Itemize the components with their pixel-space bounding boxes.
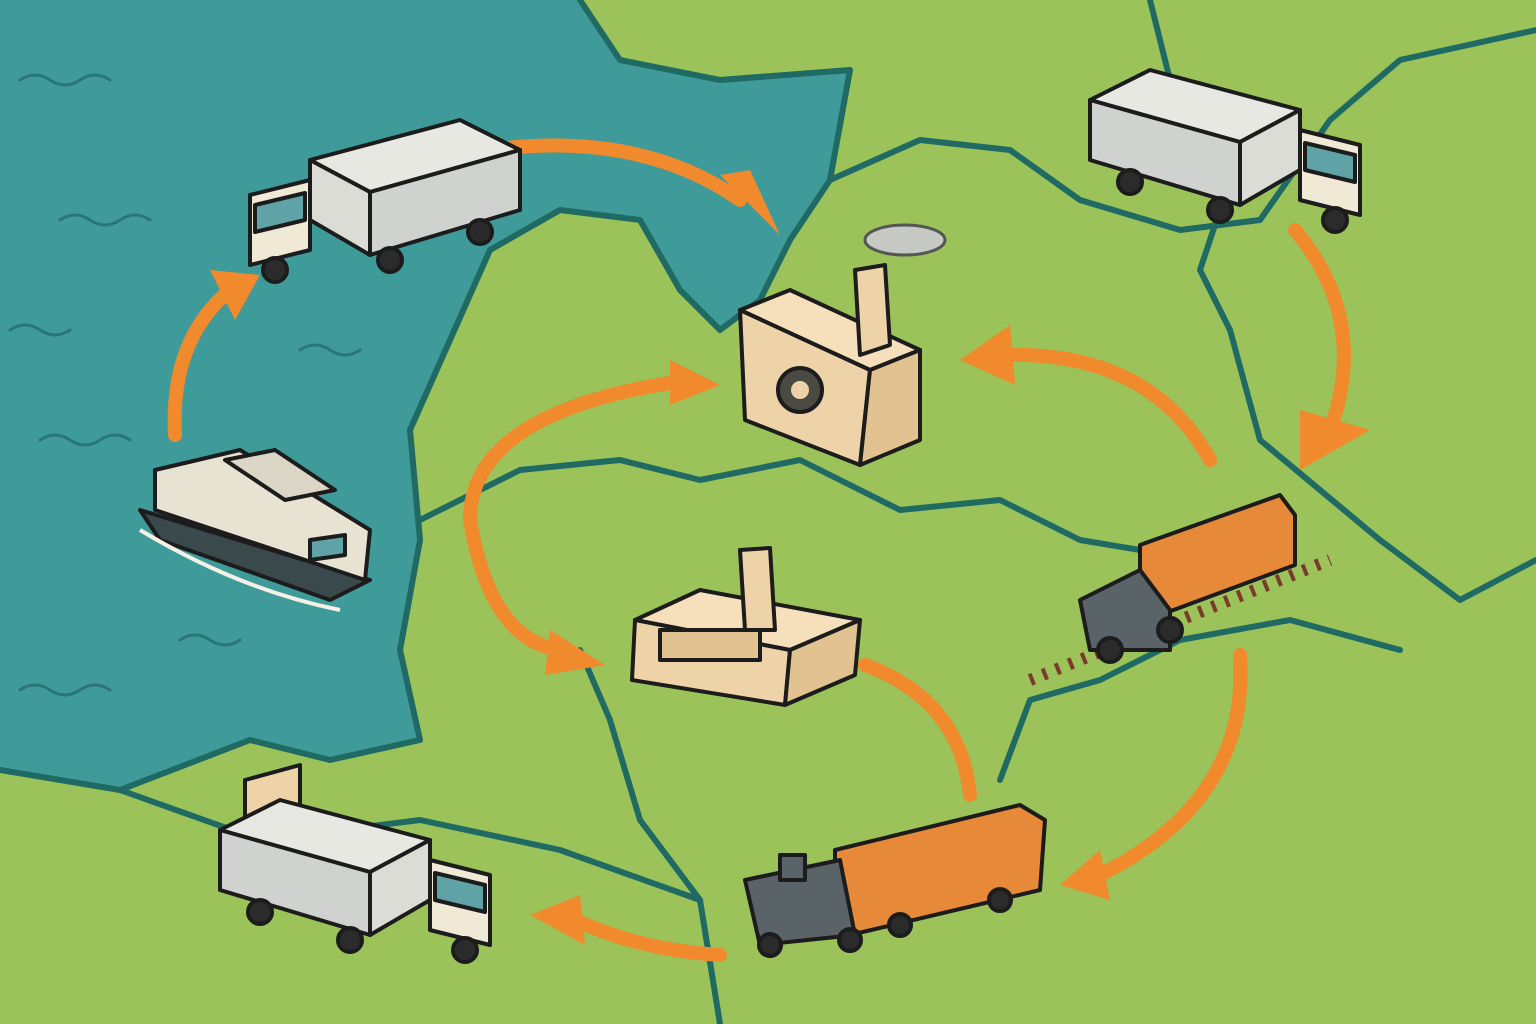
waves — [8, 73, 362, 697]
warehouse — [630, 546, 862, 707]
ship — [138, 448, 372, 612]
factory-main — [738, 223, 947, 467]
truck-bottom-left — [218, 763, 492, 964]
route-arrows — [167, 138, 1370, 962]
train-right — [1027, 493, 1333, 686]
train-bottom — [743, 803, 1047, 958]
